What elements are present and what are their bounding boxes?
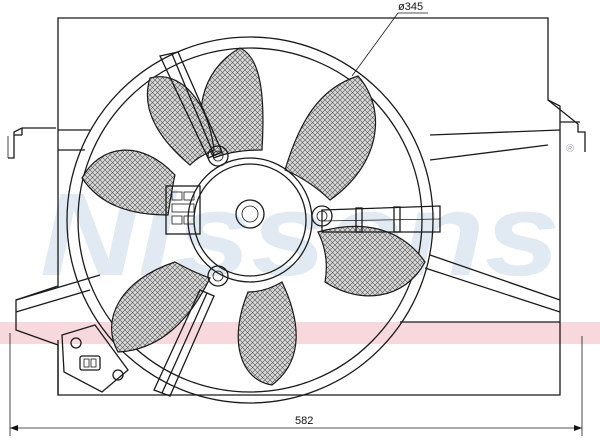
electrical-connector (61, 324, 129, 393)
fan-ring (66, 36, 434, 404)
width-label: 582 (295, 415, 313, 427)
shroud-frame (7, 17, 586, 396)
support-struts (153, 51, 441, 397)
diameter-label: ø345 (398, 1, 423, 13)
width-dimension: 582 (9, 333, 583, 436)
watermark-band (0, 322, 600, 344)
fan-blades (81, 47, 426, 386)
watermark-trademark: ® (566, 143, 574, 155)
diameter-callout: ø345 (351, 1, 428, 77)
motor-hub (165, 145, 333, 287)
